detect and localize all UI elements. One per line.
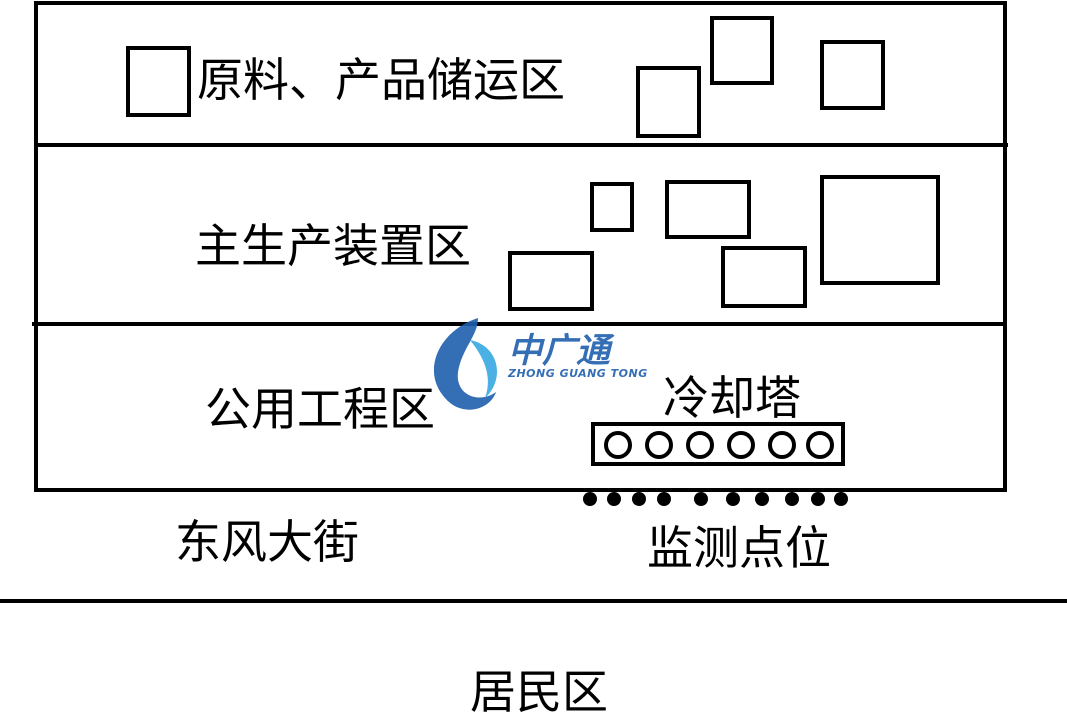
monitoring-point (785, 492, 799, 506)
cooling-fan (806, 431, 834, 459)
cooling-fan (604, 431, 632, 459)
storage-building-1 (126, 46, 191, 117)
logo-name: 中广通 (508, 331, 615, 371)
cooling-fan (645, 431, 673, 459)
storage-building-2 (636, 66, 701, 138)
logo-leaf-icon (470, 340, 497, 398)
street-label: 东风大街 (175, 515, 359, 569)
residential-label: 居民区 (470, 665, 608, 716)
utilities-zone-label: 公用工程区 (205, 382, 435, 436)
watermark-logo: 中广通 ZHONG GUANG TONG (433, 318, 648, 410)
monitoring-point (726, 492, 740, 506)
cooling-tower-label: 冷却塔 (663, 371, 801, 425)
monitoring-label: 监测点位 (647, 521, 831, 575)
cooling-fan (768, 431, 796, 459)
cooling-tower-fans (604, 431, 834, 459)
site-boundary (34, 1, 1007, 492)
monitoring-point (607, 492, 621, 506)
cooling-tower (591, 422, 845, 466)
production-unit-5 (721, 246, 807, 308)
logo-pinyin: ZHONG GUANG TONG (507, 367, 648, 380)
production-unit-3 (820, 175, 940, 285)
production-zone-label: 主生产装置区 (195, 219, 471, 273)
cooling-fan (686, 431, 714, 459)
monitoring-point (755, 492, 769, 506)
production-unit-4 (508, 251, 594, 311)
monitoring-point (657, 492, 671, 506)
monitoring-point (811, 492, 825, 506)
storage-zone-label: 原料、产品储运区 (197, 53, 565, 107)
storage-building-3 (710, 16, 774, 85)
production-unit-2 (665, 180, 751, 239)
monitoring-point (834, 492, 848, 506)
logo-swirl-icon (433, 318, 496, 410)
storage-building-4 (820, 40, 885, 110)
monitoring-points (583, 492, 848, 506)
monitoring-point (632, 492, 646, 506)
monitoring-point (583, 492, 597, 506)
production-unit-1 (590, 182, 634, 232)
cooling-fan (727, 431, 755, 459)
monitoring-point (694, 492, 708, 506)
